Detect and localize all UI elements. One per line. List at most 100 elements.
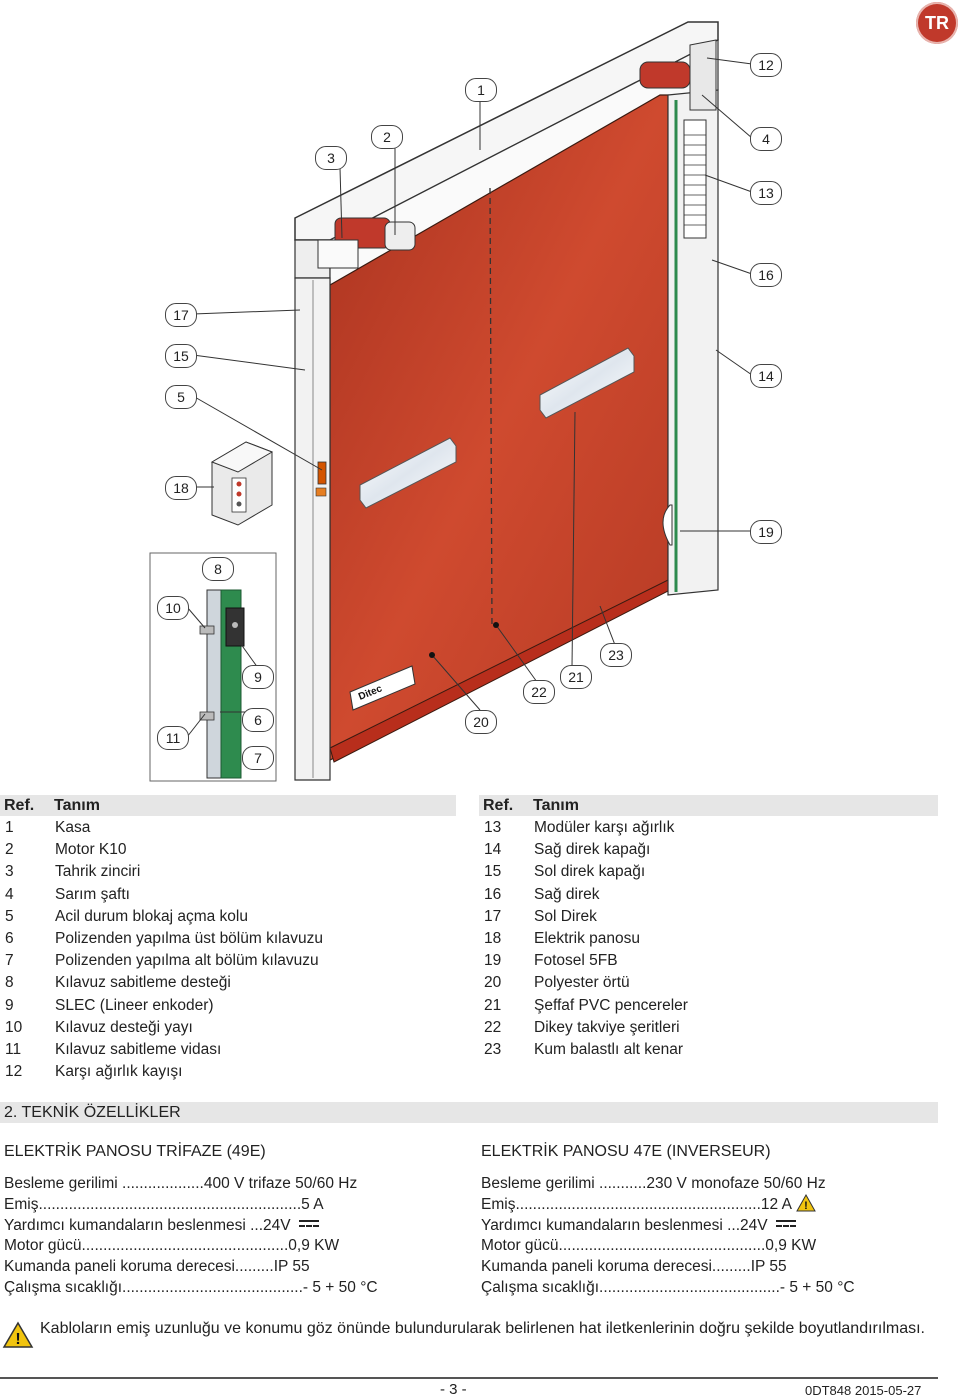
callout-6: 6 [242, 708, 274, 732]
warning-small-icon: ! [792, 1193, 816, 1213]
document-reference: 0DT848 2015-05-27 [805, 1383, 922, 1398]
spec-value: - 5 + 50 °C [779, 1279, 855, 1296]
spec-label: Motor gücü [481, 1237, 559, 1255]
svg-text:!: ! [804, 1200, 808, 1212]
panel-right-title: ELEKTRİK PANOSU 47E (INVERSEUR) [481, 1143, 771, 1160]
ref-description: Kılavuz desteği yayı [55, 1018, 193, 1036]
language-badge: TR [916, 2, 958, 44]
spec-value: IP 55 [273, 1258, 310, 1276]
spec-dots: ........................................… [558, 1237, 766, 1255]
spec-row: Kumanda paneli koruma derecesi.........I… [481, 1256, 787, 1277]
callout-16: 16 [750, 263, 782, 287]
spec-dots: ... [245, 1216, 264, 1234]
spec-dots: ... [722, 1216, 741, 1234]
ref-number: 15 [484, 863, 502, 881]
left-column [294, 277, 331, 781]
spec-dots: ................... [117, 1175, 204, 1192]
spec-value: IP 55 [750, 1258, 787, 1276]
ref-description: Karşı ağırlık kayışı [55, 1063, 183, 1081]
ref-number: 10 [5, 1018, 23, 1036]
spec-row: Kumanda paneli koruma derecesi.........I… [4, 1256, 310, 1277]
ref-description: Elektrik panosu [534, 930, 640, 947]
svg-text:!: ! [15, 1331, 20, 1348]
ref-number: 8 [5, 974, 14, 992]
callout-3: 3 [315, 146, 347, 170]
section-title-bar: 2. TEKNİK ÖZELLİKLER [0, 1102, 938, 1123]
right-column [662, 89, 719, 596]
spec-value: 400 V trifaze 50/60 Hz [203, 1175, 358, 1192]
spec-row: Yardımcı kumandaların beslenmesi ...24V [4, 1215, 319, 1236]
ref-description: Acil durum blokaj açma kolu [55, 907, 248, 925]
ref-number: 1 [5, 819, 14, 836]
ref-number: 2 [5, 841, 14, 859]
ref-number: 23 [484, 1041, 502, 1058]
spec-row: Emiş....................................… [4, 1194, 324, 1215]
spec-label: Kumanda paneli koruma derecesi [481, 1258, 712, 1276]
callout-17: 17 [165, 303, 197, 327]
spec-row: Yardımcı kumandaların beslenmesi ...24V [481, 1215, 796, 1236]
ref-description: Kılavuz sabitleme desteği [55, 974, 231, 992]
spec-value: - 5 + 50 °C [302, 1279, 378, 1296]
spec-row: Motor gücü..............................… [4, 1235, 339, 1256]
footer-divider [0, 1377, 938, 1379]
ref-number: 18 [484, 930, 502, 947]
spec-dots: ......... [234, 1258, 274, 1276]
spec-label: Besleme gerilimi [481, 1175, 595, 1192]
spec-value: 24V [263, 1216, 291, 1234]
spec-dots: ........... [594, 1175, 647, 1192]
callout-12: 12 [750, 53, 782, 77]
ref-description: Fotosel 5FB [534, 952, 618, 970]
ref-number: 6 [5, 930, 14, 947]
ref-description: Kum balastlı alt kenar [534, 1041, 684, 1058]
callout-10: 10 [157, 596, 189, 620]
spec-label: Kumanda paneli koruma derecesi [4, 1258, 235, 1276]
spec-dots: ........................................… [599, 1279, 780, 1296]
callout-4: 4 [750, 127, 782, 151]
ref-description: Tahrik zinciri [55, 863, 141, 881]
ditec-label: Ditec [349, 665, 416, 711]
winding-shaft [639, 39, 717, 111]
spec-value: 230 V monofaze 50/60 Hz [646, 1175, 826, 1192]
spec-dots: ......... [711, 1258, 751, 1276]
ref-number: 19 [484, 952, 502, 970]
callout-21: 21 [560, 665, 592, 689]
callout-15: 15 [165, 344, 197, 368]
ref-description: Sarım şaftı [55, 885, 130, 903]
callout-5: 5 [165, 385, 197, 409]
callout-13: 13 [750, 181, 782, 205]
ref-number: 13 [484, 819, 502, 836]
callout-23: 23 [600, 643, 632, 667]
spec-value: 5 A [301, 1195, 324, 1213]
spec-row: Besleme gerilimi ...................400 … [4, 1173, 357, 1194]
spec-label: Emiş [4, 1195, 39, 1213]
spec-row: Besleme gerilimi ...........230 V monofa… [481, 1173, 826, 1194]
callout-11: 11 [157, 726, 189, 750]
spec-label: Çalışma sıcaklığı [4, 1279, 123, 1296]
ref-description: Motor K10 [55, 841, 127, 859]
callout-1: 1 [465, 78, 497, 102]
spec-dots: ........................................… [81, 1237, 289, 1255]
ref-description: Sağ direk kapağı [534, 841, 651, 859]
callout-2: 2 [371, 125, 403, 149]
ref-table-right-header: Ref. Tanım [479, 795, 938, 816]
motor-k10 [317, 217, 416, 269]
ref-description: Kılavuz sabitleme vidası [55, 1041, 222, 1058]
ref-description: Sol Direk [534, 907, 597, 925]
ref-number: 5 [5, 907, 14, 925]
ref-description: Modüler karşı ağırlık [534, 819, 675, 836]
callout-8: 8 [202, 557, 234, 581]
ref-description: Kasa [55, 819, 91, 836]
ref-number: 9 [5, 996, 14, 1014]
ref-description: Polizenden yapılma üst bölüm kılavuzu [55, 930, 323, 947]
ref-description: Polizenden yapılma alt bölüm kılavuzu [55, 952, 319, 970]
spec-value: 0,9 KW [765, 1237, 817, 1255]
spec-row: Motor gücü..............................… [481, 1235, 816, 1256]
ref-number: 16 [484, 885, 502, 903]
callout-7: 7 [242, 746, 274, 770]
ref-description: SLEC (Lineer enkoder) [55, 996, 214, 1014]
spec-dots: ........................................… [38, 1195, 302, 1213]
spec-row: Emiş....................................… [481, 1193, 816, 1215]
callout-19: 19 [750, 520, 782, 544]
ref-number: 14 [484, 841, 502, 859]
ref-number: 3 [5, 863, 14, 881]
